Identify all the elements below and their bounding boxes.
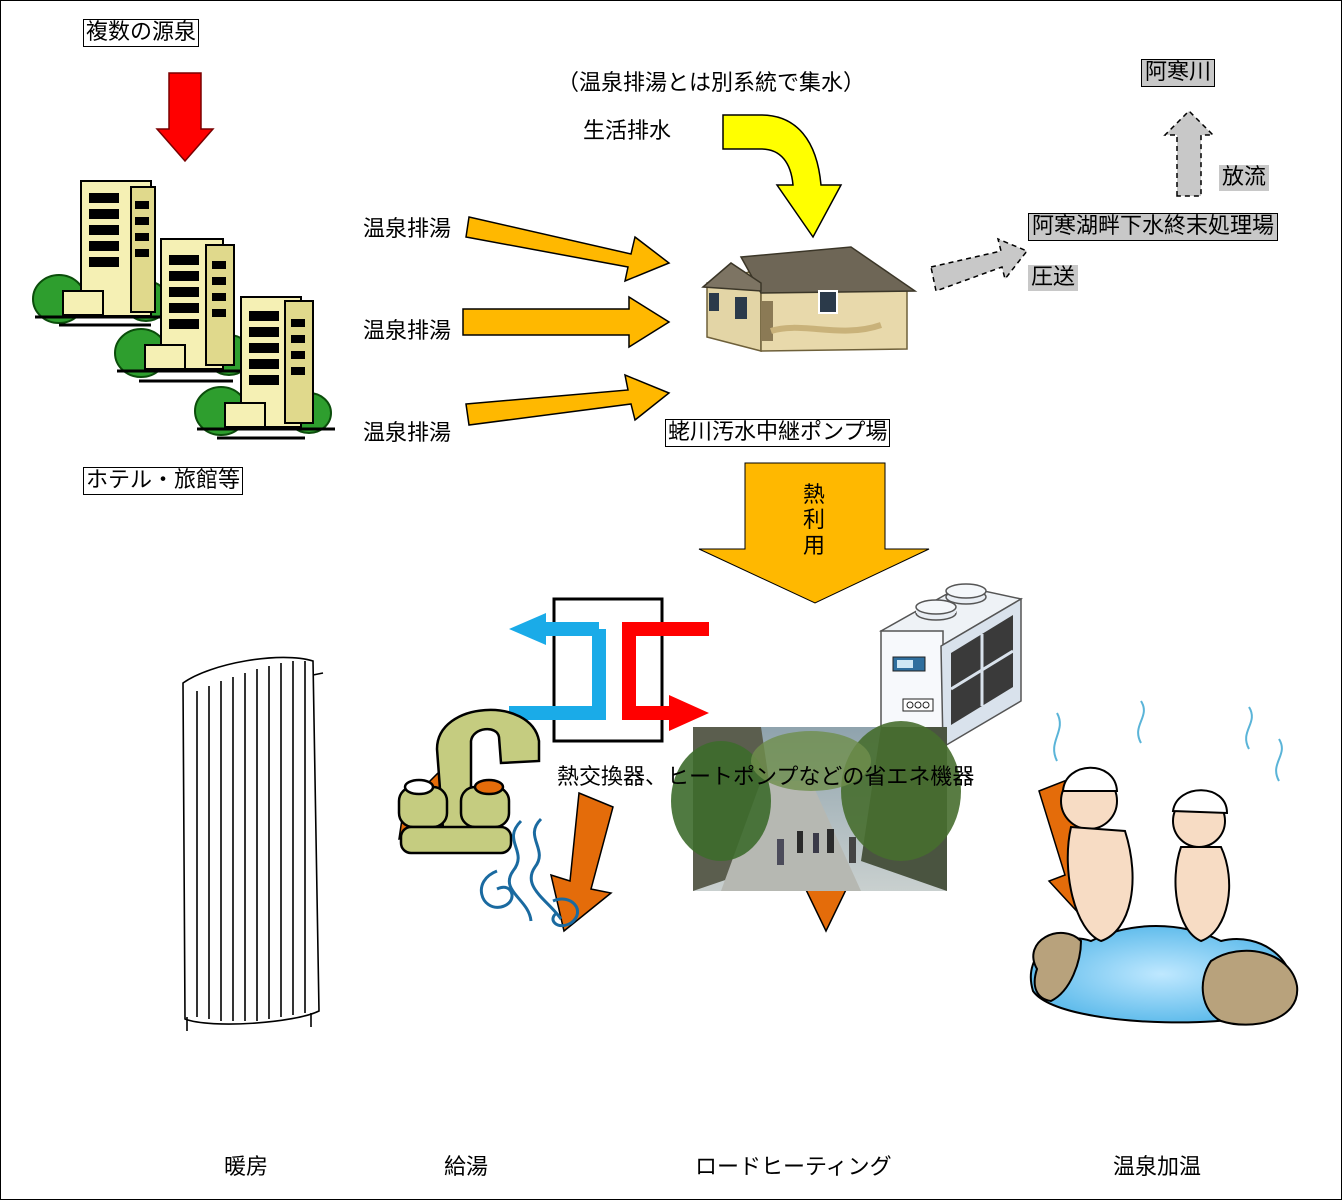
onsen-drain-arrow-2: [462, 295, 671, 349]
akan-river-label: 阿寒川: [1141, 59, 1216, 88]
onsen-drain-label-1: 温泉排湯: [363, 217, 452, 242]
onsen-drain-label-2: 温泉排湯: [363, 319, 452, 344]
hotels-label: ホテル・旅館等: [83, 467, 244, 496]
onsen-drain-arrow-3: [465, 373, 671, 426]
pressure-feed-label: 圧送: [1028, 265, 1079, 292]
onsen-warming-label: 温泉加温: [1113, 1155, 1202, 1180]
road-heating-photo: [671, 721, 961, 891]
output-arrow-hotwater: [549, 791, 614, 933]
onsen-drain-arrow-1: [465, 216, 671, 283]
equipment-label: 熱交換器、ヒートポンプなどの省エネ機器: [557, 765, 975, 790]
pump-station-icon: [701, 246, 918, 352]
discharge-arrow: [1163, 109, 1215, 197]
faucet-icon: [397, 708, 579, 928]
heat-exchanger-icon: [509, 597, 709, 743]
road-heating-label: ロードヒーティング: [695, 1155, 892, 1180]
pump-station-label: 蛯川汚水中継ポンプ場: [665, 419, 891, 448]
heating-label: 暖房: [224, 1155, 269, 1180]
domestic-wastewater-label: 生活排水: [583, 119, 672, 144]
sources-arrow: [155, 72, 215, 163]
onsen-bathers-icon: [1029, 700, 1299, 1026]
sources-label: 複数の源泉: [83, 19, 200, 48]
pressure-feed-arrow: [930, 237, 1029, 293]
hot-water-label: 給湯: [444, 1155, 489, 1180]
heat-use-arrow: [698, 462, 930, 604]
separate-collection-note: （温泉排湯とは別系統で集水）: [557, 71, 866, 96]
onsen-drain-label-3: 温泉排湯: [363, 421, 452, 446]
treatment-plant-label: 阿寒湖畔下水終末処理場: [1028, 213, 1279, 242]
discharge-label: 放流: [1219, 165, 1270, 192]
hotels-icon: [32, 180, 335, 440]
heat-use-label: 熱利用: [802, 483, 825, 559]
domestic-wastewater-arrow: [722, 114, 843, 239]
radiator-icon: [182, 656, 324, 1031]
